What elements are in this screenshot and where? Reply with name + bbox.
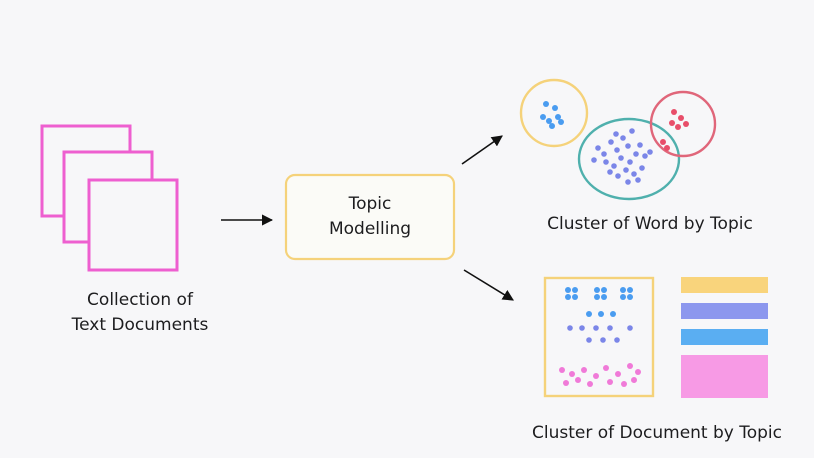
document-dots-indigo	[567, 325, 633, 343]
document-cluster-frame	[543, 276, 655, 398]
topic-circle-red	[649, 90, 717, 158]
documents-label: Collection of Text Documents	[40, 288, 240, 338]
documents-label-line2: Text Documents	[71, 315, 209, 335]
stacked-documents-icon	[40, 124, 179, 272]
document-sheet-front	[87, 178, 179, 272]
topic-circle-teal	[577, 117, 681, 201]
document-dots-blue	[565, 287, 633, 317]
topic-modelling-label-line2: Modelling	[328, 219, 412, 239]
topic-modelling-box	[284, 173, 456, 261]
word-dots-blue	[540, 101, 564, 129]
topic-bar-indigo	[681, 303, 768, 319]
arrow-topic-to-word-cluster	[461, 135, 503, 165]
word-cluster-label: Cluster of Word by Topic	[547, 214, 753, 234]
document-cluster-illustration	[543, 276, 768, 398]
arrow-topic-to-document-cluster	[463, 269, 514, 301]
document-dots-pink	[559, 363, 641, 387]
topic-modelling-label: Topic Modelling	[286, 192, 454, 242]
documents-label-line1: Collection of	[87, 290, 193, 310]
word-cluster-illustration	[519, 78, 717, 201]
word-dots-red	[660, 109, 689, 151]
topic-bar-blue	[681, 329, 768, 345]
topic-circle-yellow	[519, 78, 589, 148]
topic-modelling-label-line1: Topic	[348, 194, 392, 214]
topic-bar-pink	[681, 355, 768, 398]
topic-bar-yellow	[681, 277, 768, 293]
word-dots-indigo	[591, 128, 653, 185]
document-cluster-label: Cluster of Document by Topic	[531, 423, 783, 443]
